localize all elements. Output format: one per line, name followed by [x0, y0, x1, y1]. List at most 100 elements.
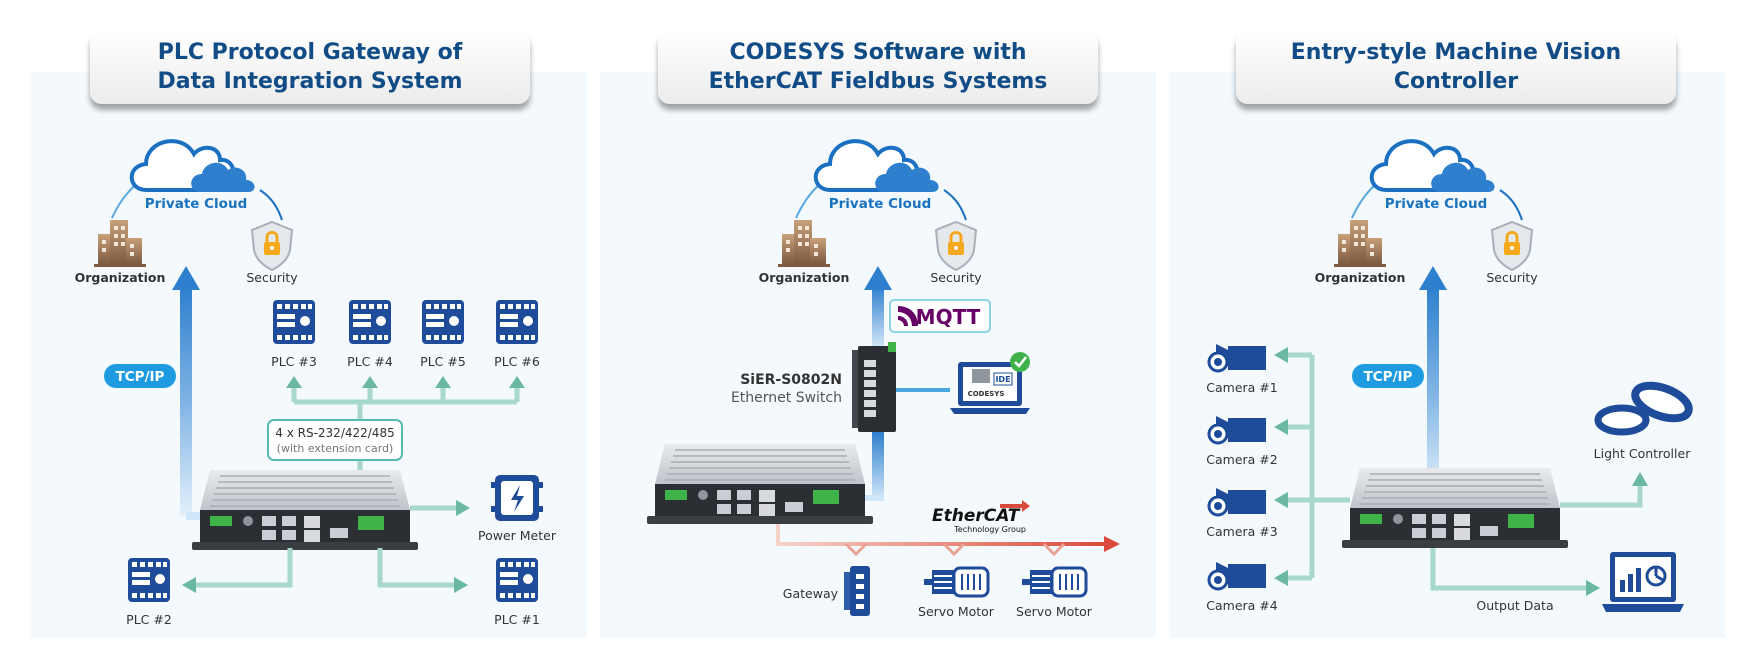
plc-1-link	[377, 548, 456, 588]
uplink-arrow	[872, 286, 884, 346]
plc-4-label: PLC #4	[347, 354, 393, 369]
ide-label: IDE	[995, 375, 1010, 384]
building-icon	[1334, 220, 1386, 267]
camera-2-label: Camera #2	[1206, 452, 1277, 467]
plc-icon	[349, 300, 391, 344]
panel3-title-line1: Entry-style Machine Vision Controller	[1290, 40, 1622, 94]
ring-light-icon	[1594, 381, 1693, 436]
servo-motor-icon	[922, 566, 990, 598]
panel2-diagram: Private Cloud Organization Security MQTT…	[646, 139, 1120, 619]
serial-ports-label: 4 x RS-232/422/485	[275, 426, 394, 440]
serial-ports-callout	[267, 419, 403, 461]
servo-motor-icon	[1020, 566, 1088, 598]
cloud-label: Private Cloud	[829, 196, 931, 212]
tcpip-badge	[104, 364, 176, 388]
output-data-arrow	[1586, 580, 1600, 596]
plc-6-label: PLC #6	[494, 354, 540, 369]
cloud-arc-right	[259, 189, 283, 221]
light-controller-link	[1560, 484, 1643, 508]
power-meter-icon	[491, 475, 543, 521]
tcpip-badge	[1352, 364, 1424, 388]
power-meter-arrow	[456, 500, 470, 516]
mqtt-label: MQTT	[916, 305, 981, 329]
camera-4-label: Camera #4	[1206, 598, 1278, 613]
ipc-box-icon	[191, 469, 419, 551]
plc-icon	[422, 300, 464, 344]
camera-arrow-heads	[1274, 347, 1288, 586]
plc-icon	[273, 300, 315, 344]
switch-model: SiER-S0802N	[740, 372, 842, 388]
shield-lock-icon	[934, 220, 978, 272]
building-icon	[778, 220, 830, 267]
switch-description: Ethernet Switch	[731, 390, 842, 406]
organization-label: Organization	[75, 270, 166, 285]
panel3-diagram: Private Cloud Organization Security TCP/…	[1206, 139, 1693, 613]
plc-1-label: PLC #1	[494, 612, 540, 627]
serial-arrow-heads	[286, 376, 525, 388]
ipc-switch-link	[872, 432, 884, 498]
uplink-arrow-head	[172, 266, 200, 290]
ethercat-sublabel: Technology Group	[953, 525, 1026, 534]
ethercat-bus-arrow	[1104, 536, 1120, 552]
cloud-label: Private Cloud	[145, 196, 247, 212]
power-meter-label: Power Meter	[478, 528, 557, 543]
panel1-title: PLC Protocol Gateway of Data Integration…	[90, 30, 530, 104]
mqtt-icon	[898, 306, 918, 326]
panel1-diagram: Private Cloud Organization Security TCP/…	[75, 139, 557, 627]
uplink-arrow	[1427, 286, 1439, 496]
uplink-arrow-head	[1419, 266, 1447, 290]
gateway-icon	[844, 566, 870, 616]
tcpip-badge-label: TCP/IP	[116, 369, 165, 385]
ipc-box-icon	[646, 443, 874, 525]
light-controller-arrow	[1632, 472, 1648, 486]
plc-1-arrow	[454, 577, 468, 593]
serial-ports-sublabel: (with extension card)	[277, 442, 394, 455]
camera-icon	[1207, 342, 1268, 374]
ipc-box-icon	[1341, 467, 1569, 549]
output-data-label: Output Data	[1476, 598, 1553, 613]
shield-lock-icon	[250, 220, 294, 272]
building-icon	[94, 220, 146, 267]
organization-label: Organization	[759, 270, 850, 285]
cloud-icon	[129, 139, 257, 194]
shield-lock-icon	[1490, 220, 1534, 272]
gateway-label: Gateway	[783, 586, 839, 601]
uplink-arrow-head	[864, 266, 892, 290]
cloud-icon	[813, 139, 941, 194]
panel1-title-line1: PLC Protocol Gateway of	[157, 40, 463, 65]
panel2-title: CODESYS Software with EtherCAT Fieldbus …	[658, 30, 1098, 104]
panel3-title: Entry-style Machine Vision Controller	[1236, 30, 1676, 104]
servo-motor-1-label: Servo Motor	[918, 604, 995, 619]
ethercat-logo-text: EtherCAT	[932, 506, 1021, 526]
cloud-icon	[1369, 139, 1497, 194]
panel1-title-line2: Data Integration System	[157, 69, 463, 94]
plc-3-label: PLC #3	[271, 354, 317, 369]
cloud-arc-right	[943, 189, 967, 221]
camera-3-label: Camera #3	[1206, 524, 1277, 539]
security-label: Security	[1486, 270, 1538, 285]
cloud-label: Private Cloud	[1385, 196, 1487, 212]
plc-2-label: PLC #2	[126, 612, 172, 627]
plc-icon	[496, 300, 538, 344]
ethercat-drop-links	[844, 542, 1066, 557]
tcpip-badge-label: TCP/IP	[1364, 369, 1413, 385]
light-controller-label: Light Controller	[1594, 446, 1692, 461]
camera-icon	[1207, 486, 1268, 518]
organization-label: Organization	[1315, 270, 1406, 285]
codesys-logo-icon	[972, 369, 1013, 386]
monitor-chart-icon	[1602, 552, 1684, 612]
plc-5-label: PLC #5	[420, 354, 466, 369]
plc-icon	[128, 558, 170, 602]
ethernet-switch-icon	[852, 342, 896, 432]
checkmark-icon	[1010, 352, 1030, 372]
codesys-label: CODESYS	[968, 390, 1005, 398]
uplink-arrow	[180, 286, 192, 516]
panel2-title-line2: EtherCAT Fieldbus Systems	[708, 69, 1048, 94]
camera-bus-lines	[1284, 352, 1350, 581]
panel2-title-line1: CODESYS Software with	[729, 40, 1027, 65]
ethercat-logo-arrow	[1000, 500, 1030, 512]
ethercat-bus-line	[776, 524, 1106, 546]
plc-2-link	[194, 548, 293, 588]
output-data-link	[1430, 548, 1588, 591]
